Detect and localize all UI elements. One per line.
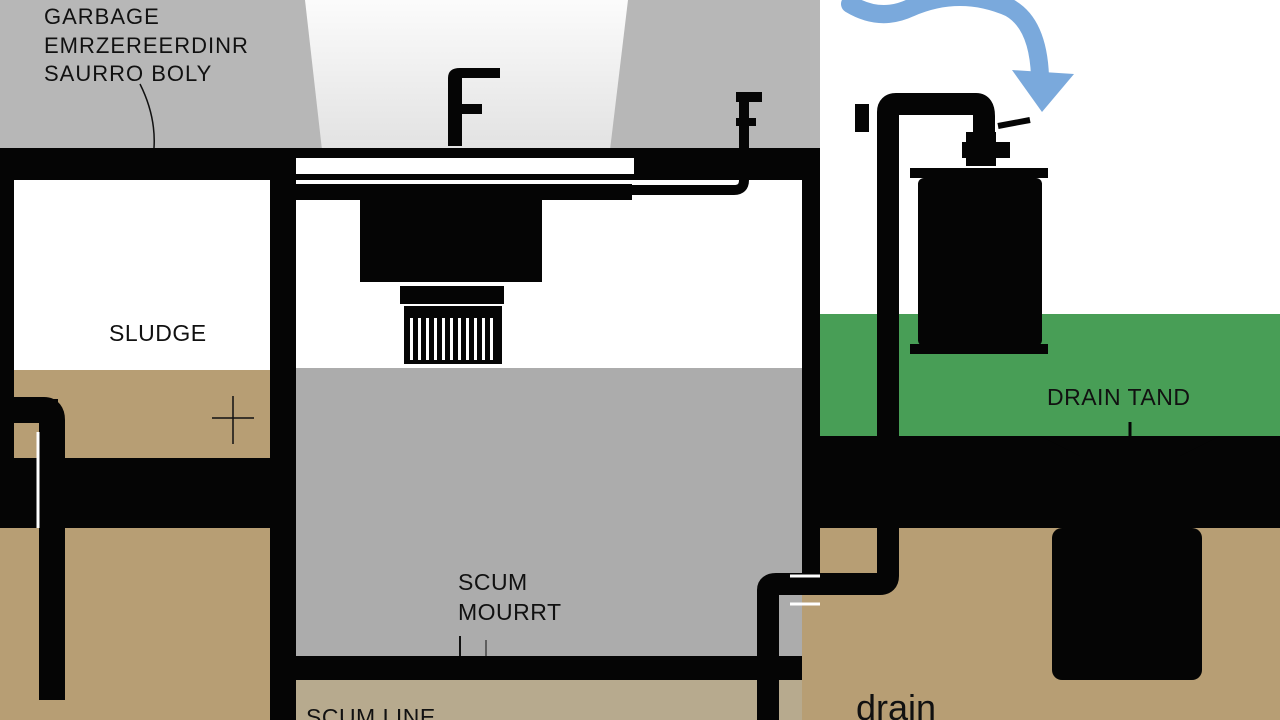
drain-tank (910, 132, 1048, 354)
title-leader-line (139, 83, 155, 149)
chamber-floor (296, 656, 802, 680)
crosshair-mark (212, 396, 254, 444)
water-layer (296, 368, 802, 658)
title-line-3: SAURRO BOLY (44, 61, 213, 86)
scum-label-line-1: SCUM (458, 569, 528, 595)
drain-label: drain (856, 687, 937, 720)
faucet (448, 68, 500, 146)
flow-arrow-icon (841, 0, 1074, 112)
title-line-1: GARBAGE (44, 4, 160, 29)
title-line-2: EMRZEREERDINR (44, 33, 249, 58)
divider-wall (270, 148, 296, 720)
left-inlet-pipe (0, 397, 65, 700)
counter-top (296, 158, 634, 174)
disposal-unit (400, 286, 504, 364)
left-wall (0, 148, 14, 458)
left-chamber-white (14, 180, 270, 370)
sink-basin (360, 196, 542, 282)
right-wall (802, 148, 820, 578)
drain-basin (1040, 422, 1220, 680)
scum-line-label: SCUM LINE (306, 704, 436, 720)
scum-bottom-layer (296, 680, 802, 720)
sludge-label: SLUDGE (109, 320, 207, 346)
soil-strip-middle (802, 578, 822, 720)
scum-label-line-2: MOURRT (458, 599, 562, 625)
vent-pipe (632, 92, 762, 195)
drain-tand-label: DRAIN TAND (1047, 384, 1191, 410)
